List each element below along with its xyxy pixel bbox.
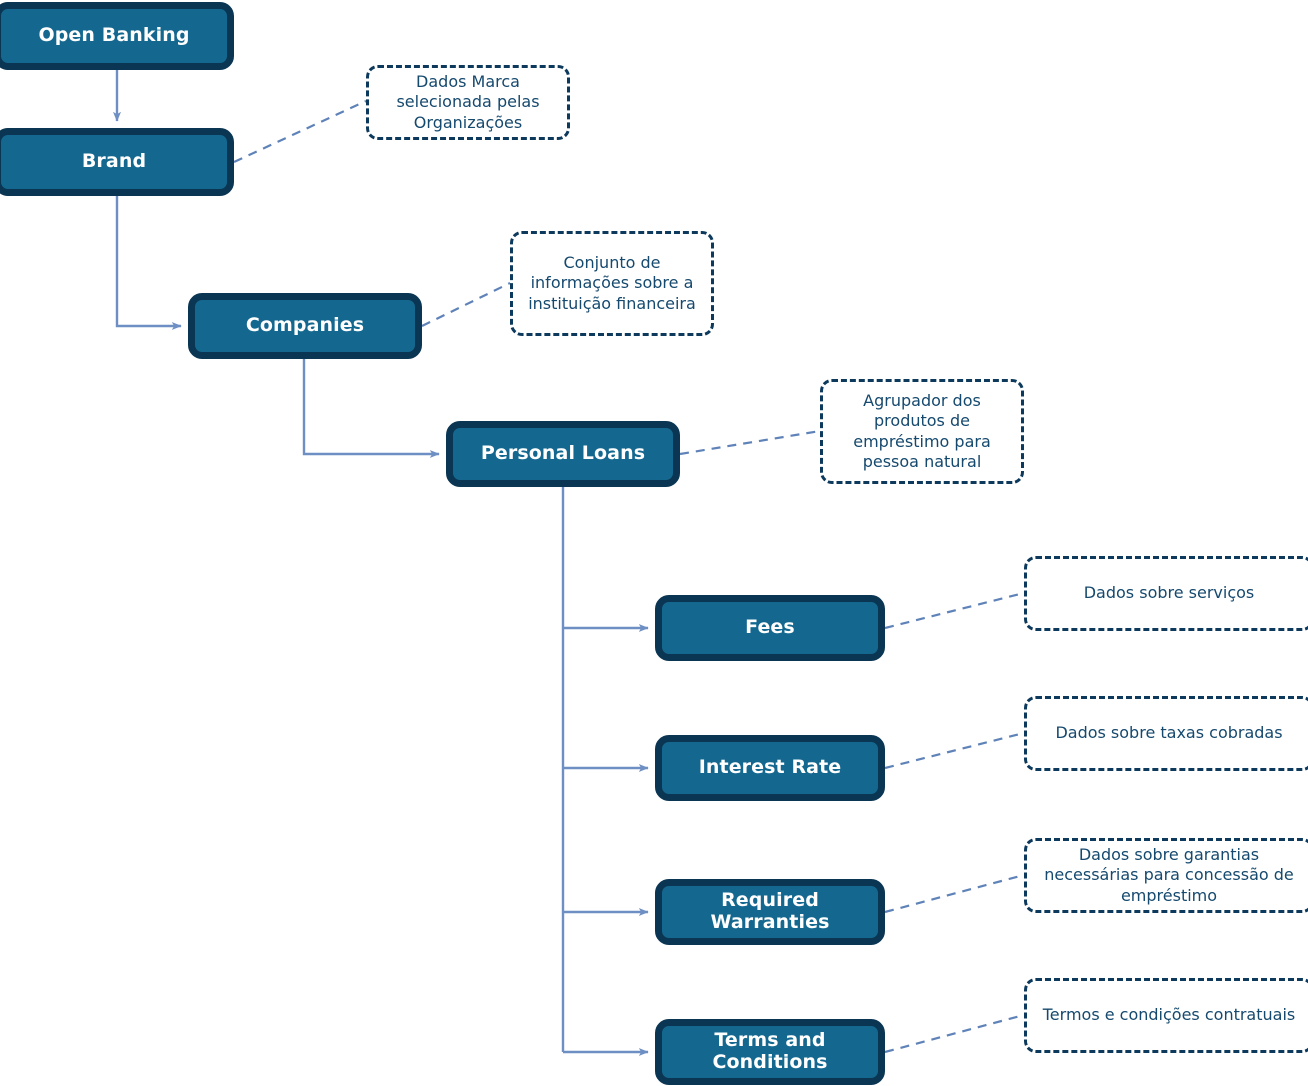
edge-brand-to-brand-note <box>233 100 367 163</box>
node-interest-rate-label: Interest Rate <box>698 756 842 779</box>
callout-required-warranties-note-label: Dados sobre garantias necessárias para c… <box>1044 844 1294 905</box>
callout-companies-note-label: Conjunto de informações sobre a institui… <box>528 252 696 313</box>
node-brand[interactable]: Brand <box>0 128 234 196</box>
node-terms-and-conditions[interactable]: Terms and Conditions <box>655 1019 885 1085</box>
callout-personal-loans-note-label: Agrupador dos produtos de empréstimo par… <box>853 390 991 471</box>
callout-fees-note-label: Dados sobre serviços <box>1083 583 1255 603</box>
node-companies[interactable]: Companies <box>188 293 422 359</box>
callout-fees-note: Dados sobre serviços <box>1024 556 1308 631</box>
edge-brand-to-companies <box>115 196 182 330</box>
callout-interest-rate-note: Dados sobre taxas cobradas <box>1024 696 1308 771</box>
node-personal-loans-label: Personal Loans <box>480 442 646 465</box>
node-required-warranties[interactable]: Required Warranties <box>655 879 885 945</box>
edge-fees-to-fees-note <box>884 591 1025 630</box>
edge-terms-and-conditions-to-terms-and-conditions-note <box>884 1013 1025 1054</box>
node-interest-rate[interactable]: Interest Rate <box>655 735 885 801</box>
edge-companies-to-companies-note <box>421 282 511 327</box>
node-personal-loans[interactable]: Personal Loans <box>446 421 680 487</box>
node-fees[interactable]: Fees <box>655 595 885 661</box>
node-brand-label: Brand <box>81 150 147 173</box>
callout-companies-note: Conjunto de informações sobre a institui… <box>510 231 714 336</box>
node-terms-and-conditions-label: Terms and Conditions <box>712 1029 828 1073</box>
callout-terms-and-conditions-note-label: Termos e condições contratuais <box>1042 1005 1296 1025</box>
node-required-warranties-label: Required Warranties <box>710 889 830 933</box>
callout-personal-loans-note: Agrupador dos produtos de empréstimo par… <box>820 379 1024 484</box>
callout-terms-and-conditions-note: Termos e condições contratuais <box>1024 978 1308 1053</box>
node-companies-label: Companies <box>245 314 365 337</box>
node-fees-label: Fees <box>745 616 795 639</box>
callout-required-warranties-note: Dados sobre garantias necessárias para c… <box>1024 838 1308 913</box>
node-open-banking-label: Open Banking <box>38 24 190 47</box>
node-open-banking[interactable]: Open Banking <box>0 2 234 70</box>
edge-interest-rate-to-interest-rate-note <box>884 731 1025 770</box>
edge-personal-loans-to-personal-loans-note <box>679 429 821 456</box>
callout-brand-note: Dados Marca selecionada pelas Organizaçõ… <box>366 65 570 140</box>
callout-brand-note-label: Dados Marca selecionada pelas Organizaçõ… <box>396 71 540 132</box>
callout-interest-rate-note-label: Dados sobre taxas cobradas <box>1055 723 1283 743</box>
edge-required-warranties-to-required-warranties-note <box>884 873 1025 914</box>
edge-companies-to-personal-loans <box>302 359 440 458</box>
